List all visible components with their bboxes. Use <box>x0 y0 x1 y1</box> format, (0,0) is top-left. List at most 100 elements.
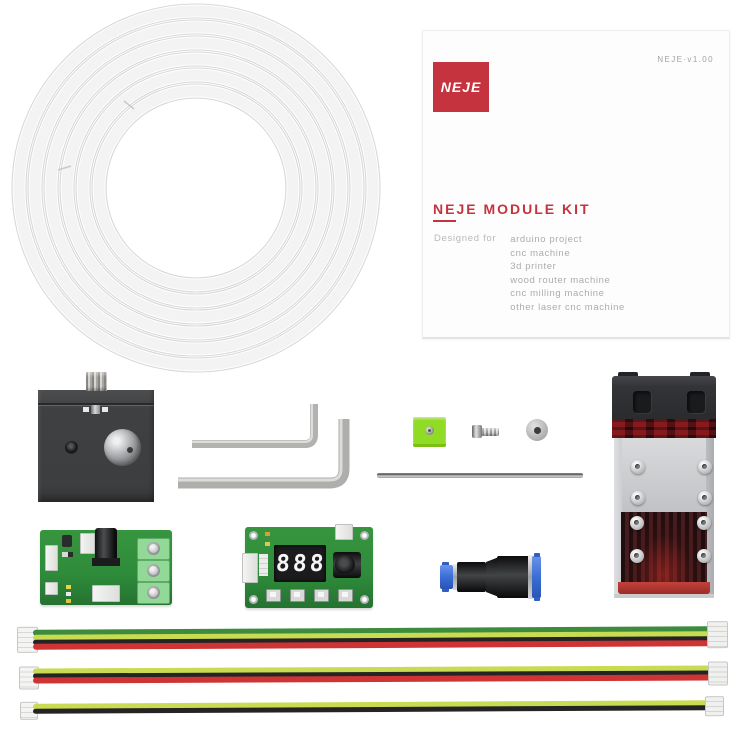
tube-end-mark <box>57 165 72 171</box>
display-value: 888 <box>275 550 328 577</box>
cable-2pin <box>17 695 726 720</box>
smd-led <box>265 532 270 536</box>
dc-barrel-jack <box>333 552 361 578</box>
instruction-box: NEJE·v1.00 NEJE NEJE MODULE KIT Designed… <box>422 30 730 339</box>
cable-3pin <box>17 661 729 690</box>
module-screw <box>697 549 711 563</box>
hex-wrench-large <box>178 419 350 489</box>
cable-4pin <box>16 620 729 653</box>
module-screw <box>630 549 644 563</box>
block-contact <box>102 407 108 412</box>
terminal-screw <box>147 542 160 555</box>
collet-tab <box>534 553 540 557</box>
neje-logo: NEJE <box>433 62 489 112</box>
module-screw <box>697 516 711 530</box>
smd-led <box>66 585 71 589</box>
board-connector <box>45 545 58 571</box>
diode <box>62 552 73 557</box>
blue-collet <box>440 565 453 589</box>
laser-adjust-block <box>38 372 154 502</box>
screw-terminal <box>137 582 170 604</box>
board-connector <box>242 553 258 583</box>
designed-for-list: arduino project cnc machine 3d printer w… <box>510 233 625 315</box>
designed-for-item: 3d printer <box>510 261 557 273</box>
module-screw <box>698 491 712 505</box>
mount-hole <box>249 595 258 604</box>
hex-wrenches <box>178 404 350 489</box>
box-title-underlined: NE <box>433 201 457 222</box>
jst-connector <box>704 696 725 717</box>
tactile-button <box>338 589 353 602</box>
designed-for-label: Designed for <box>434 233 497 244</box>
blue-collet <box>532 556 541 598</box>
adjust-knob <box>86 372 107 391</box>
metal-ring <box>453 564 458 590</box>
jst-connector <box>707 661 729 686</box>
board-connector <box>80 533 95 554</box>
dc-jack-base <box>92 558 120 566</box>
box-title-rest: JE MODULE KIT <box>456 201 591 217</box>
module-screw <box>698 460 712 474</box>
coiled-air-tube <box>11 3 381 373</box>
block-metal-insert <box>91 405 100 414</box>
connector-taper <box>486 557 499 597</box>
designed-for-section: Designed for arduino project cnc machine… <box>434 233 625 315</box>
acrylic-hole <box>425 426 434 435</box>
module-base <box>614 594 714 598</box>
module-screw <box>631 491 645 505</box>
block-groove <box>38 403 154 405</box>
screw-shaft <box>482 427 499 436</box>
designed-for-item: arduino project <box>510 234 583 245</box>
tactile-button <box>266 589 281 602</box>
terminal-screw <box>147 586 160 599</box>
capacitor <box>62 535 72 547</box>
board-connector <box>92 585 120 602</box>
mount-hole <box>360 595 369 604</box>
washer <box>526 419 548 441</box>
lens-pin <box>126 446 133 453</box>
seven-segment-display: 888 <box>274 545 328 582</box>
fan-vent <box>687 391 705 413</box>
board-connector <box>259 554 268 576</box>
jst-connector <box>706 621 729 649</box>
mount-hole <box>360 531 369 540</box>
tube-end-mark <box>123 100 135 110</box>
designed-for-item: cnc milling machine <box>510 288 605 300</box>
screw-terminal <box>137 560 170 582</box>
smd-component <box>66 592 71 596</box>
box-title: NEJE MODULE KIT <box>433 201 591 222</box>
collet-tab <box>534 597 540 601</box>
dc-barrel-jack <box>95 528 117 562</box>
module-screw <box>630 516 644 530</box>
fan-housing <box>612 376 716 419</box>
laser-module <box>612 372 716 598</box>
digital-control-board: 888 <box>242 524 373 608</box>
designed-for-item: cnc machine <box>510 247 571 259</box>
metal-ring <box>528 555 533 599</box>
tactile-button <box>290 589 305 602</box>
terminal-screw <box>147 564 160 577</box>
board-connector <box>335 524 353 540</box>
connector-body-small <box>457 562 486 592</box>
tactile-button <box>314 589 329 602</box>
pneumatic-connector <box>440 553 541 601</box>
block-lens <box>104 429 141 466</box>
red-window-band <box>612 419 716 438</box>
laser-aperture-band <box>618 582 710 594</box>
box-version-text: NEJE·v1.00 <box>657 55 714 64</box>
block-contact <box>83 407 89 412</box>
set-screw <box>472 424 500 439</box>
designed-for-item: other laser cnc machine <box>510 301 625 313</box>
designed-for-item: wood router machine <box>510 274 611 286</box>
washer-hole <box>533 426 541 434</box>
board-connector <box>45 582 58 595</box>
smd-led <box>265 542 270 546</box>
steel-rod <box>377 473 583 478</box>
fan-vent <box>633 391 651 413</box>
mount-hole <box>249 531 258 540</box>
smd-led <box>66 599 71 603</box>
power-terminal-board <box>40 528 172 605</box>
connector-body-large <box>497 556 530 598</box>
module-screw <box>631 460 645 474</box>
